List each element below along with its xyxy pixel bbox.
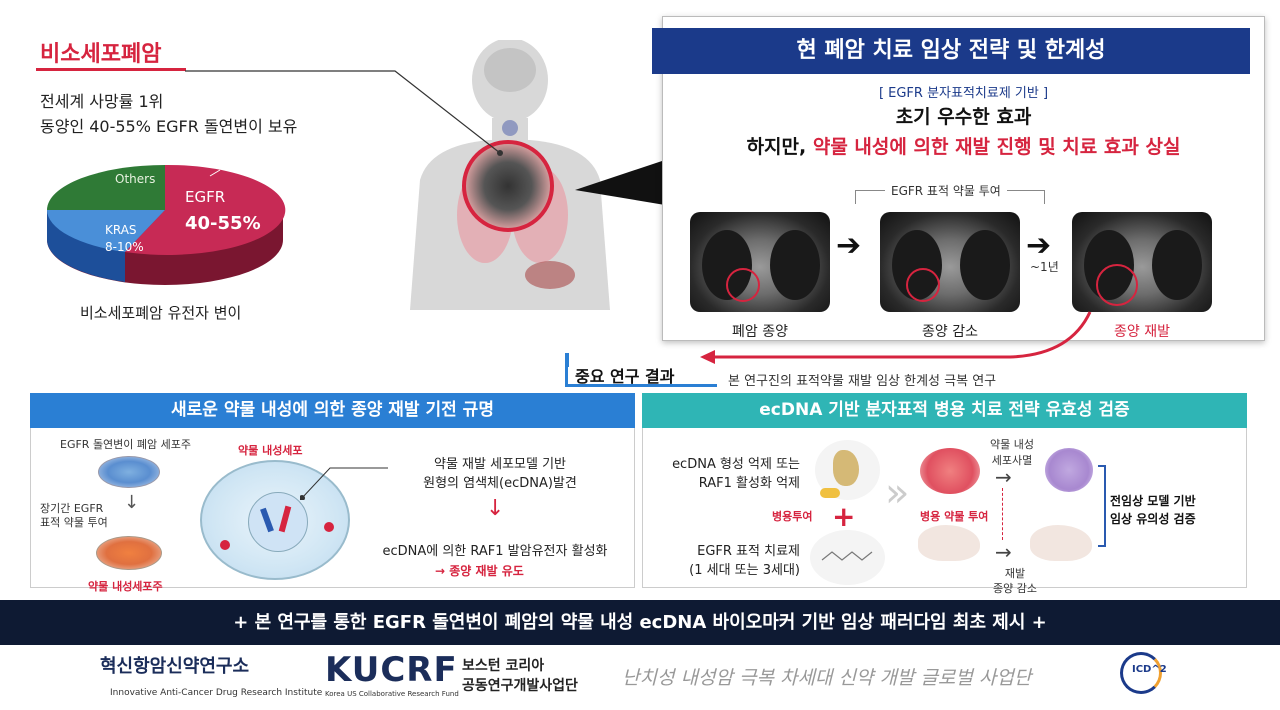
resistant-cell-illustration	[200, 460, 350, 580]
drug2-text-1: EGFR 표적 치료제	[697, 544, 800, 559]
callout-triangle	[575, 160, 665, 205]
combo-admin-label: 병용 약물 투여	[916, 508, 993, 524]
arrow-right-mouse: →	[995, 540, 1012, 564]
title-underline	[36, 68, 186, 71]
raf1-activation-text: ecDNA에 의한 RAF1 발암유전자 활성화	[382, 544, 608, 559]
kucrf-logo: KUCRF	[325, 650, 458, 690]
pointer-line	[185, 70, 503, 156]
pie-value-egfr: 40-55%	[185, 213, 261, 234]
pie-label-others: Others	[115, 172, 156, 186]
key-result-frame-tick	[565, 353, 569, 367]
arrow-down-red: ↓	[486, 496, 505, 521]
institute-logo-en: Innovative Anti-Cancer Drug Research Ins…	[110, 688, 323, 698]
drug2-molecule-icon	[810, 530, 885, 585]
pie-label-egfr: EGFR	[185, 188, 226, 206]
preclinical-text-1: 전임상 모델 기반	[1110, 494, 1196, 508]
initial-effect-text: 초기 우수한 효과	[895, 106, 1032, 128]
cell-death-text-2: 세포사멸	[991, 454, 1033, 467]
treatment-bracket-label: EGFR 표적 약물 투여	[885, 182, 1007, 199]
resistant-cell-label: 약물 내성세포	[238, 444, 303, 457]
tumor-zoom-circle	[462, 140, 554, 232]
long-term-label-2: 표적 약물 투여	[40, 516, 108, 529]
resistant-line-label: 약물 내성세포주	[88, 580, 163, 593]
pie-slice-kras	[47, 210, 165, 252]
model-text-1: 약물 재발 세포모델 기반	[434, 457, 566, 472]
ct-scan-initial	[690, 212, 830, 312]
arrow-down-dish: ↓	[124, 492, 140, 513]
mortality-text: 전세계 사망률 1위	[40, 92, 164, 111]
resistant-cells-icon	[920, 448, 980, 494]
egfr-targeted-subtitle: [ EGFR 분자표적치료제 기반 ]	[878, 86, 1049, 101]
plus-icon: +	[832, 500, 856, 533]
scan-caption-reduced: 종양 감소	[922, 324, 978, 340]
dead-cells-icon	[1045, 448, 1093, 492]
cell-dish-initial	[98, 456, 160, 488]
combo-label: 병용투여	[772, 510, 813, 523]
ct-scan-reduced	[880, 212, 1020, 312]
arrow-right-1: ➔	[836, 228, 862, 263]
model-text-2: 원형의 염색체(ecDNA)발견	[423, 476, 577, 491]
drug1-text-2: RAF1 활성화 억제	[698, 476, 800, 491]
nsclc-title: 비소세포폐암	[40, 42, 162, 67]
program-slogan: 난치성 내성암 극복 차세대 신약 개발 글로벌 사업단	[622, 667, 1032, 689]
arrow-right-2: ➔	[1026, 228, 1052, 263]
pie-value-kras: 8-10%	[105, 240, 144, 254]
limitation-text: 하지만, 약물 내성에 의한 재발 진행 및 치료 효과 상실	[746, 136, 1181, 158]
pie-slice-others	[47, 165, 165, 210]
pie-caption: 비소세포폐암 유전자 변이	[80, 304, 242, 322]
key-result-arrow	[700, 311, 1092, 364]
scan-caption-relapse: 종양 재발	[1114, 324, 1170, 340]
scan-caption-initial: 폐암 종양	[732, 324, 788, 340]
mechanism-panel	[30, 428, 635, 588]
clinical-strategy-header: 현 폐암 치료 임상 전략 및 한계성	[652, 28, 1250, 74]
mouse-icon-after	[1030, 525, 1092, 561]
egfr-rate-text: 동양인 40-55% EGFR 돌연변이 보유	[40, 117, 298, 136]
cell-dish-resistant	[96, 536, 162, 570]
key-result-label: 중요 연구 결과	[575, 367, 675, 386]
key-result-subtext: 본 연구진의 표적약물 재발 임상 한계성 극복 연구	[728, 374, 997, 389]
icd-logo-text: ICD^2	[1132, 664, 1167, 675]
chevron-icon: »	[885, 470, 910, 516]
pie-slice-egfr	[125, 164, 286, 255]
ecdna-pointer	[300, 467, 388, 500]
long-term-label-1: 장기간 EGFR	[40, 502, 104, 515]
time-label: ~1년	[1030, 260, 1059, 274]
mouse-icon-before	[918, 525, 980, 561]
institute-logo: 혁신항암신약연구소	[100, 656, 250, 677]
icd-logo-ring	[1120, 652, 1162, 694]
cell-death-text-1: 약물 내성	[990, 438, 1034, 451]
combination-panel	[642, 428, 1247, 588]
drug2-text-2: (1 세대 또는 3세대)	[689, 563, 800, 578]
kucrf-logo-en: Korea US Collaborative Research Fund	[325, 690, 459, 698]
preclinical-text-2: 임상 유의성 검증	[1110, 512, 1196, 526]
combination-header: ecDNA 기반 분자표적 병용 치료 전략 유효성 검증	[642, 393, 1247, 428]
relapse-induce-text: → 종양 재발 유도	[435, 564, 524, 578]
tumor-text-1: 재발	[1004, 567, 1026, 580]
conclusion-banner: + 본 연구를 통한 EGFR 돌연변이 폐암의 약물 내성 ecDNA 바이오…	[0, 600, 1280, 645]
dashed-connector	[1002, 488, 1003, 540]
drug1-text-1: ecDNA 형성 억제 또는	[672, 457, 800, 472]
ct-scan-relapse	[1072, 212, 1212, 312]
validation-bracket	[1098, 465, 1106, 547]
mutation-pie-chart	[47, 164, 286, 285]
pill-icon	[820, 488, 840, 498]
mechanism-header: 새로운 약물 내성에 의한 종양 재발 기전 규명	[30, 393, 635, 428]
cell-line-label: EGFR 돌연변이 폐암 세포주	[60, 438, 192, 451]
pie-label-kras: KRAS	[105, 223, 137, 237]
key-result-frame	[565, 353, 717, 387]
arrow-right-cells: →	[995, 465, 1012, 489]
tumor-text-2: 종양 감소	[993, 582, 1037, 595]
